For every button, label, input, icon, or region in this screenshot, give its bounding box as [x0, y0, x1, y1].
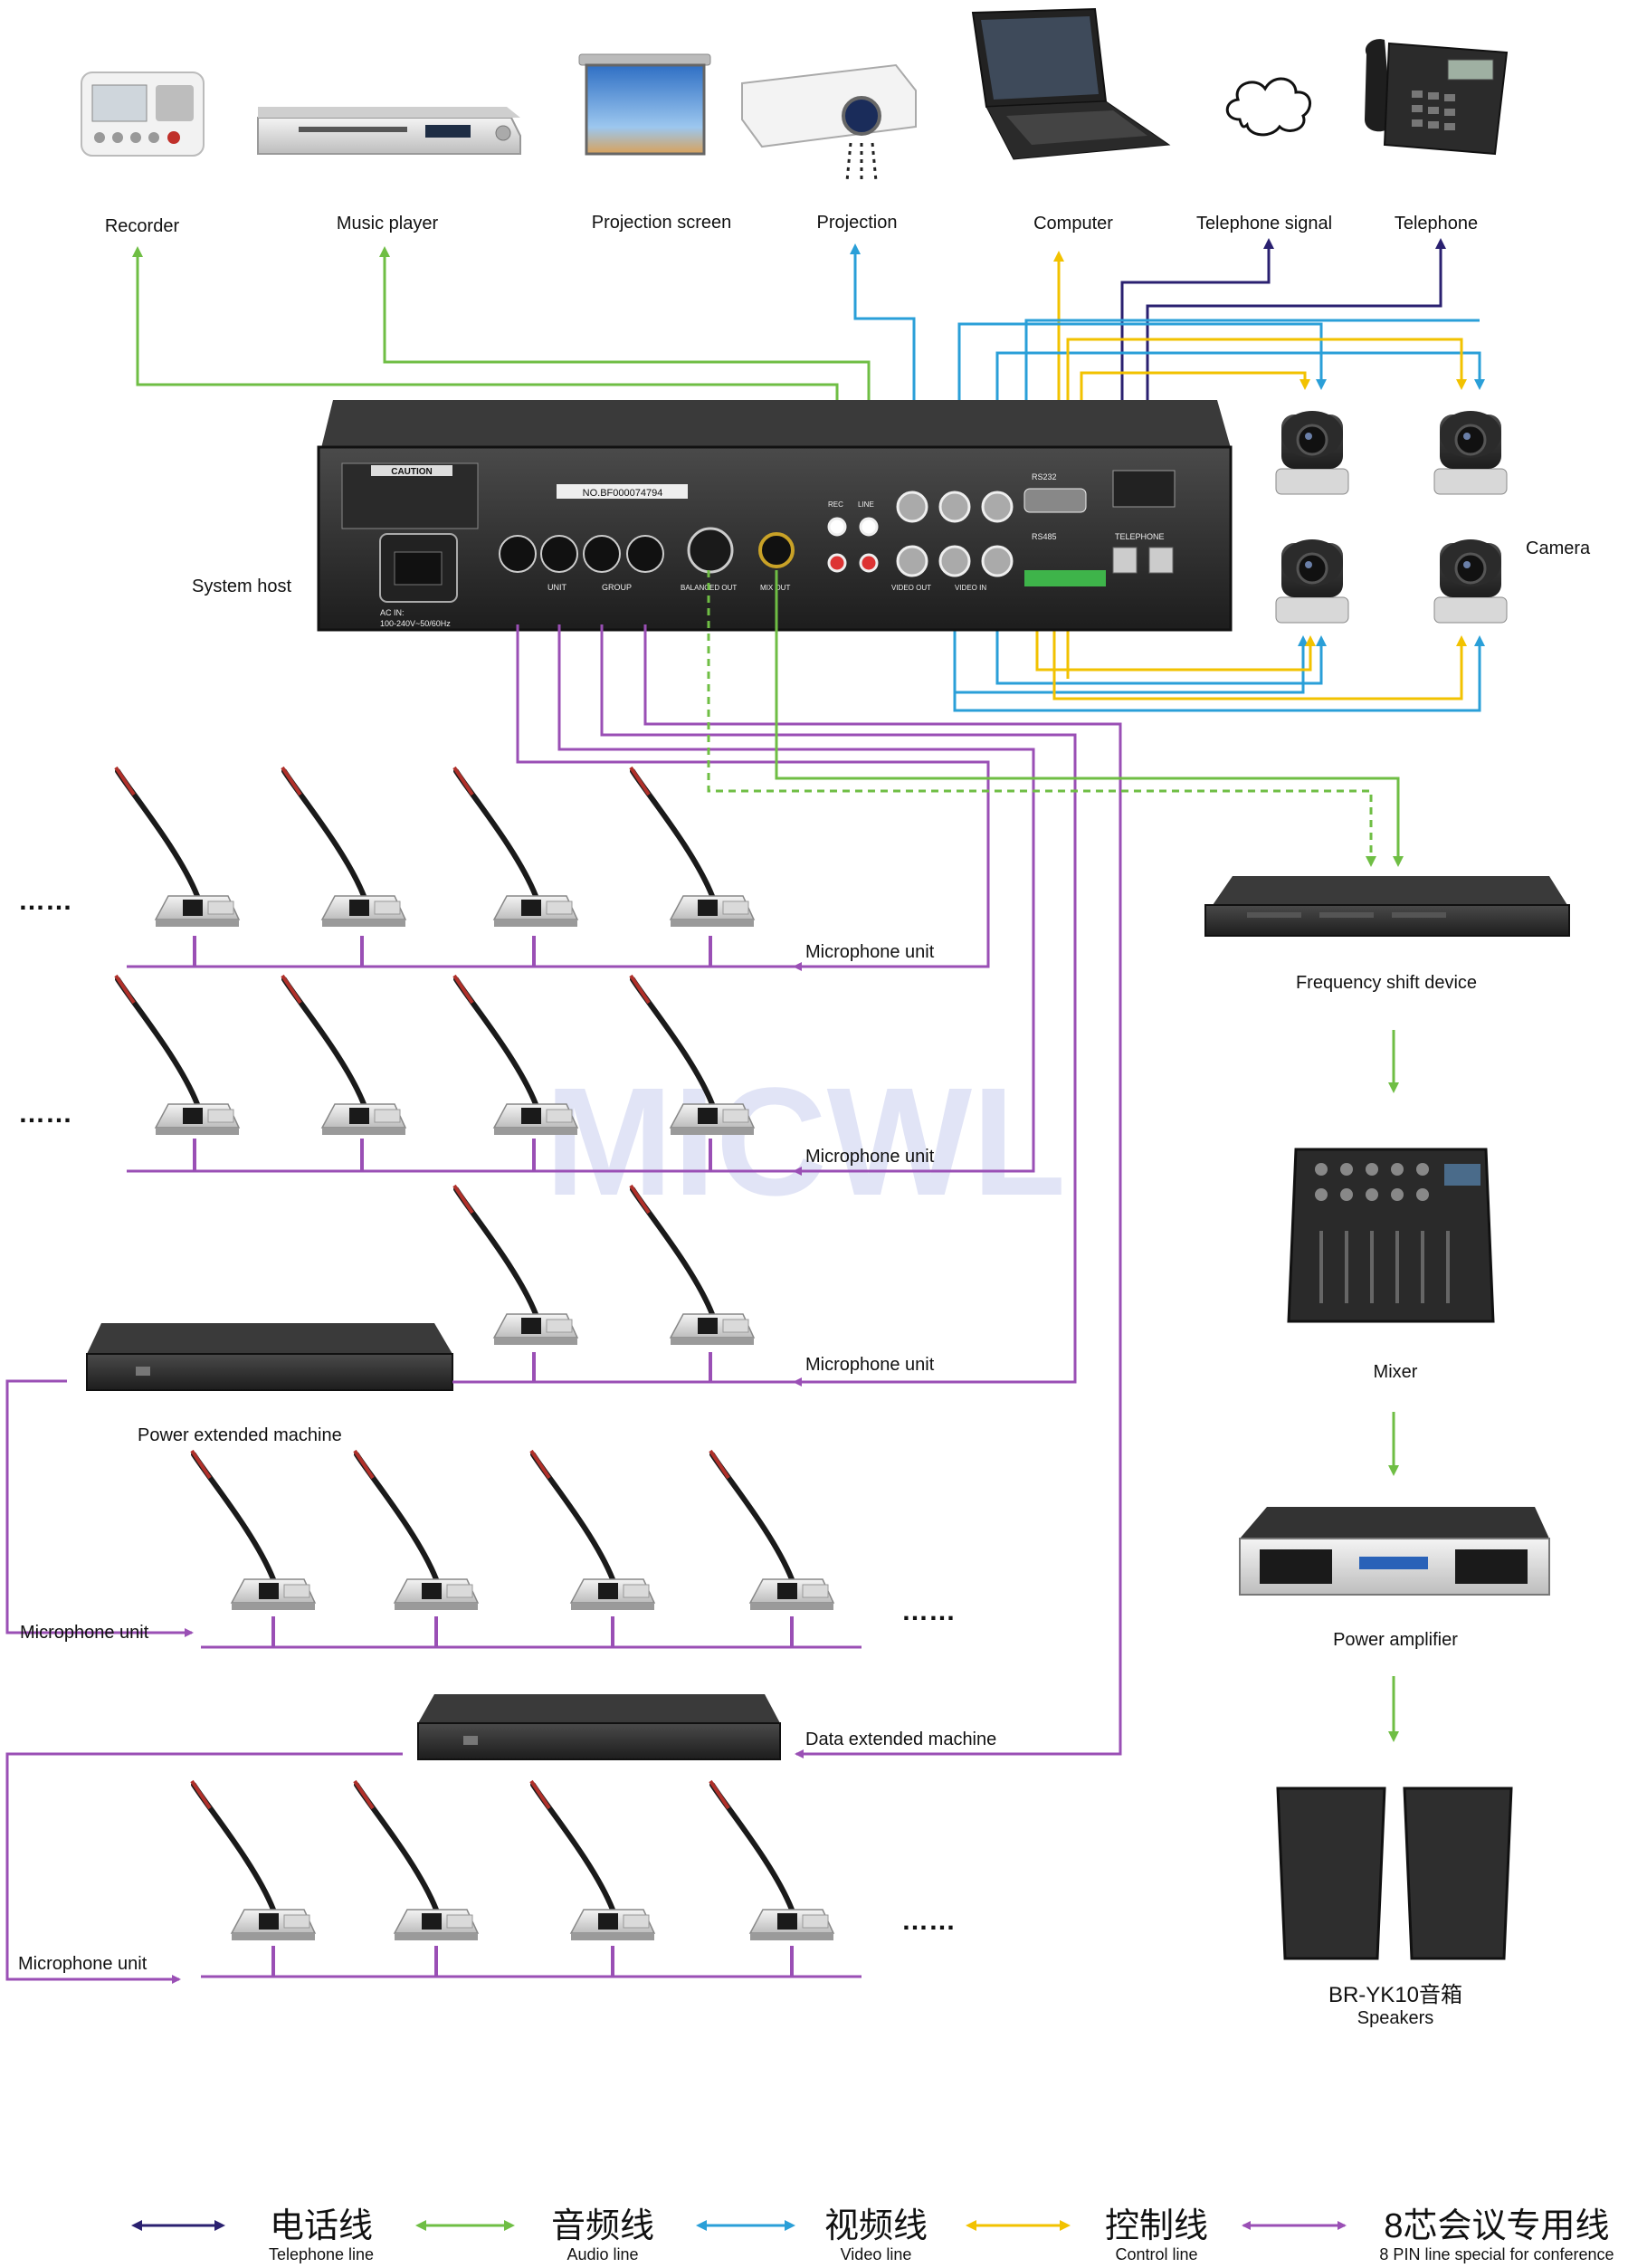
- caution-label: CAUTION: [391, 467, 433, 477]
- legend-video-en: Video line: [841, 2245, 912, 2263]
- system-host-label: System host: [192, 577, 291, 596]
- telephone-port-label: TELEPHONE: [1115, 532, 1165, 541]
- computer-icon: [971, 7, 1171, 160]
- legend-telephone-zh: 电话线: [270, 2207, 373, 2245]
- mixer-icon: [1287, 1148, 1495, 1323]
- legend-item-control: 控制线 Control line: [966, 2207, 1208, 2263]
- legend-control-zh: 控制线: [1105, 2207, 1208, 2245]
- cloud-icon: [1225, 77, 1311, 137]
- music-player-icon: [257, 107, 521, 155]
- mic-unit-label-3: Microphone unit: [805, 1355, 935, 1375]
- group-port-label: GROUP: [602, 583, 632, 592]
- mic-unit-label-2: Microphone unit: [805, 1147, 935, 1167]
- frequency-shift-device-unit: [1204, 876, 1570, 937]
- projection-screen-label: Projection screen: [592, 213, 732, 233]
- legend: 电话线 Telephone line 音频线 Audio line 视频线 Vi…: [131, 2207, 1614, 2263]
- ellipsis-row-1: ……: [18, 886, 72, 916]
- ellipsis-row-4: ……: [901, 1596, 956, 1626]
- legend-control-en: Control line: [1115, 2245, 1197, 2263]
- speakers-model-label: BR-YK10音箱: [1328, 1983, 1462, 2007]
- mic-row-2: [116, 976, 795, 1173]
- music-player-label: Music player: [337, 214, 439, 233]
- recorder-icon: [81, 71, 205, 157]
- legend-audio-zh: 音频线: [551, 2207, 654, 2245]
- ellipsis-row-5: ……: [901, 1906, 956, 1936]
- speakers-icon: [1276, 1787, 1513, 1960]
- projector-icon: [741, 63, 917, 182]
- mic-unit-label-1: Microphone unit: [805, 942, 935, 962]
- ac-in-label: AC IN:: [380, 608, 405, 617]
- legend-telephone-en: Telephone line: [269, 2245, 374, 2263]
- telephone-signal-label: Telephone signal: [1196, 214, 1332, 233]
- legend-item-audio: 音频线 Audio line: [415, 2207, 654, 2263]
- mic-unit-label-5: Microphone unit: [18, 1954, 148, 1974]
- legend-item-telephone: 电话线 Telephone line: [131, 2207, 374, 2263]
- mixer-label: Mixer: [1374, 1362, 1418, 1382]
- power-extended-machine-unit: [86, 1323, 453, 1391]
- legend-conference-en: 8 PIN line special for conference: [1379, 2245, 1614, 2263]
- rec-label: REC: [828, 500, 843, 509]
- line-label: LINE: [858, 500, 874, 509]
- power-amplifier-label: Power amplifier: [1333, 1630, 1458, 1650]
- projection-label: Projection: [817, 213, 898, 233]
- power-extended-machine-label: Power extended machine: [138, 1425, 342, 1445]
- unit-port-label: UNIT: [547, 583, 566, 592]
- mic-unit-label-4: Microphone unit: [20, 1623, 149, 1643]
- telephone-icon: [1365, 39, 1509, 156]
- mic-row-3: [452, 1186, 795, 1384]
- camera-icon: [1274, 409, 1509, 624]
- rs485-label: RS485: [1032, 532, 1057, 541]
- projection-screen-icon: [578, 53, 711, 156]
- serial-label: NO.BF000074794: [583, 488, 663, 499]
- mic-row-5: [192, 1781, 862, 1978]
- camera-label: Camera: [1526, 538, 1591, 558]
- ac-spec-label: 100-240V~50/60Hz: [380, 619, 451, 628]
- data-extended-machine-label: Data extended machine: [805, 1730, 996, 1749]
- ellipsis-row-2: ……: [18, 1099, 72, 1129]
- video-in-label: VIDEO IN: [955, 584, 986, 592]
- recorder-label: Recorder: [105, 216, 180, 236]
- data-extended-machine-unit: [417, 1694, 781, 1760]
- system-host-unit: CAUTION AC IN: 100-240V~50/60Hz NO.BF000…: [317, 400, 1233, 632]
- power-amplifier-icon: [1239, 1507, 1550, 1596]
- legend-audio-en: Audio line: [566, 2245, 638, 2263]
- speakers-label: Speakers: [1357, 2008, 1434, 2028]
- legend-conference-zh: 8芯会议专用线: [1384, 2207, 1609, 2245]
- computer-label: Computer: [1033, 214, 1113, 233]
- legend-item-video: 视频线 Video line: [696, 2207, 928, 2263]
- legend-item-conference: 8芯会议专用线 8 PIN line special for conferenc…: [1242, 2207, 1614, 2263]
- mic-row-4: [192, 1451, 862, 1649]
- mic-row-1: [116, 767, 795, 968]
- watermark: MICWL: [545, 1056, 1066, 1228]
- frequency-shift-device-label: Frequency shift device: [1296, 973, 1477, 993]
- legend-video-zh: 视频线: [824, 2207, 928, 2245]
- video-out-label: VIDEO OUT: [891, 584, 931, 592]
- rs232-label: RS232: [1032, 472, 1057, 481]
- telephone-label: Telephone: [1395, 214, 1478, 233]
